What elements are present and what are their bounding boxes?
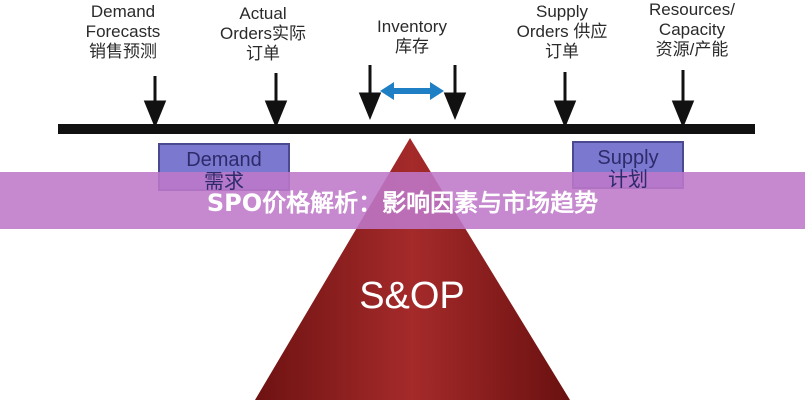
arrow-down-icon [264,73,288,128]
label-line: Resources/ [649,0,735,19]
label-line: Capacity [658,20,726,39]
label-line: Demand [90,2,156,21]
label-line: 订单 [545,42,579,61]
label-line: 销售预测 [88,42,157,61]
label-line: 资源/产能 [655,40,729,59]
arrow-down-icon [553,72,577,128]
input-label-actual-orders: Actual Orders实际 订单 [220,4,306,64]
fulcrum-triangle [255,138,570,400]
title-banner: SPO价格解析：影响因素与市场趋势 [0,172,805,229]
label-line: Orders实际 [220,24,306,43]
arrow-down-icon [443,65,467,120]
label-line: Inventory [377,17,447,36]
label-line: Actual [239,4,287,23]
demand-box-en: Demand [186,149,262,171]
label-line: 库存 [395,37,429,56]
input-label-resources-capacity: Resources/ Capacity 资源/产能 [649,0,735,60]
supply-box-zh: 计划 [608,169,648,191]
double-arrow-icon [380,82,444,100]
input-label-demand-forecasts: Demand Forecasts 销售预测 [86,2,161,62]
balance-beam [58,124,755,134]
arrow-down-icon [358,65,382,120]
arrow-down-icon [671,70,695,128]
input-label-inventory: Inventory 库存 [377,17,447,57]
demand-box: Demand 需求 [158,143,290,193]
input-label-supply-orders: Supply Orders 供应 订单 [517,2,608,62]
fulcrum-label: S&OP [359,275,465,317]
down-arrows [143,65,695,128]
banner-title: SPO价格解析：影响因素与市场趋势 [206,189,599,217]
arrow-down-icon [143,76,167,128]
label-line: Supply [536,2,588,21]
label-line: 订单 [246,44,280,63]
demand-box-zh: 需求 [204,171,244,193]
label-line: Orders 供应 [516,22,608,41]
supply-box: Supply 计划 [572,141,684,191]
supply-box-en: Supply [597,147,659,169]
label-line: Forecasts [85,22,161,41]
